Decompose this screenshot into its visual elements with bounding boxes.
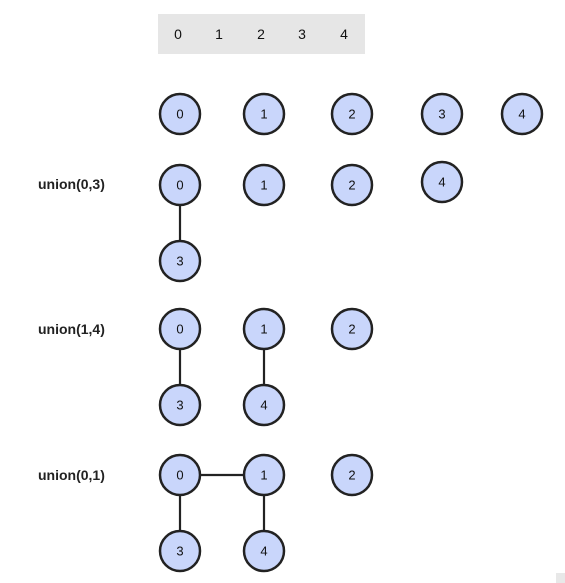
index-label-3: 3 [298,26,306,42]
node-label: 0 [176,178,183,193]
node-label: 0 [176,107,183,122]
node-circle [330,92,374,136]
node-row1-3: 3 [158,239,202,283]
node-row0-4: 4 [500,92,544,136]
node-circle [242,383,286,427]
node-circle [242,92,286,136]
node-row1-1: 1 [242,163,286,207]
node-label: 2 [348,107,355,122]
node-label: 3 [176,544,183,559]
node-circle [242,163,286,207]
node-label: 3 [176,254,183,269]
node-row1-2: 2 [330,163,374,207]
node-circle [158,529,202,573]
node-circle [158,239,202,283]
index-label-2: 2 [257,26,265,42]
node-row2-4: 4 [242,383,286,427]
node-label: 0 [176,322,183,337]
node-row3-2: 2 [330,453,374,497]
node-row3-4: 4 [242,529,286,573]
node-row2-0: 0 [158,307,202,351]
node-label: 1 [260,178,267,193]
node-circle [158,307,202,351]
node-label: 2 [348,178,355,193]
node-label: 4 [260,544,267,559]
node-row1-0: 0 [158,163,202,207]
node-label: 3 [176,398,183,413]
node-row3-3: 3 [158,529,202,573]
node-row0-0: 0 [158,92,202,136]
node-label: 3 [438,107,445,122]
node-circle [242,453,286,497]
node-label: 0 [176,468,183,483]
index-label-1: 1 [215,26,223,42]
node-row0-3: 3 [420,92,464,136]
node-label: 4 [518,107,525,122]
node-circle [500,92,544,136]
node-circle [158,92,202,136]
node-label: 1 [260,107,267,122]
node-row3-0: 0 [158,453,202,497]
node-row2-3: 3 [158,383,202,427]
node-circle [242,307,286,351]
node-row3-1: 1 [242,453,286,497]
index-label-0: 0 [174,26,182,42]
node-row1-4: 4 [420,160,464,204]
node-row0-1: 1 [242,92,286,136]
node-label: 2 [348,322,355,337]
node-circle [420,92,464,136]
node-label: 1 [260,468,267,483]
node-circle [242,529,286,573]
node-row2-1: 1 [242,307,286,351]
node-circle [330,163,374,207]
step-label-union-0-1: union(0,1) [38,467,105,483]
corner-mark [556,573,565,583]
node-label: 4 [260,398,267,413]
node-circle [158,453,202,497]
index-label-4: 4 [340,26,348,42]
node-label: 1 [260,322,267,337]
node-label: 2 [348,468,355,483]
step-label-union-0-3: union(0,3) [38,176,105,192]
node-circle [330,307,374,351]
node-row2-2: 2 [330,307,374,351]
node-circle [420,160,464,204]
node-circle [158,163,202,207]
node-circle [158,383,202,427]
node-circle [330,453,374,497]
node-row0-2: 2 [330,92,374,136]
step-label-union-1-4: union(1,4) [38,321,105,337]
node-label: 4 [438,175,445,190]
index-array-bar: 0 1 2 3 4 [158,14,365,54]
